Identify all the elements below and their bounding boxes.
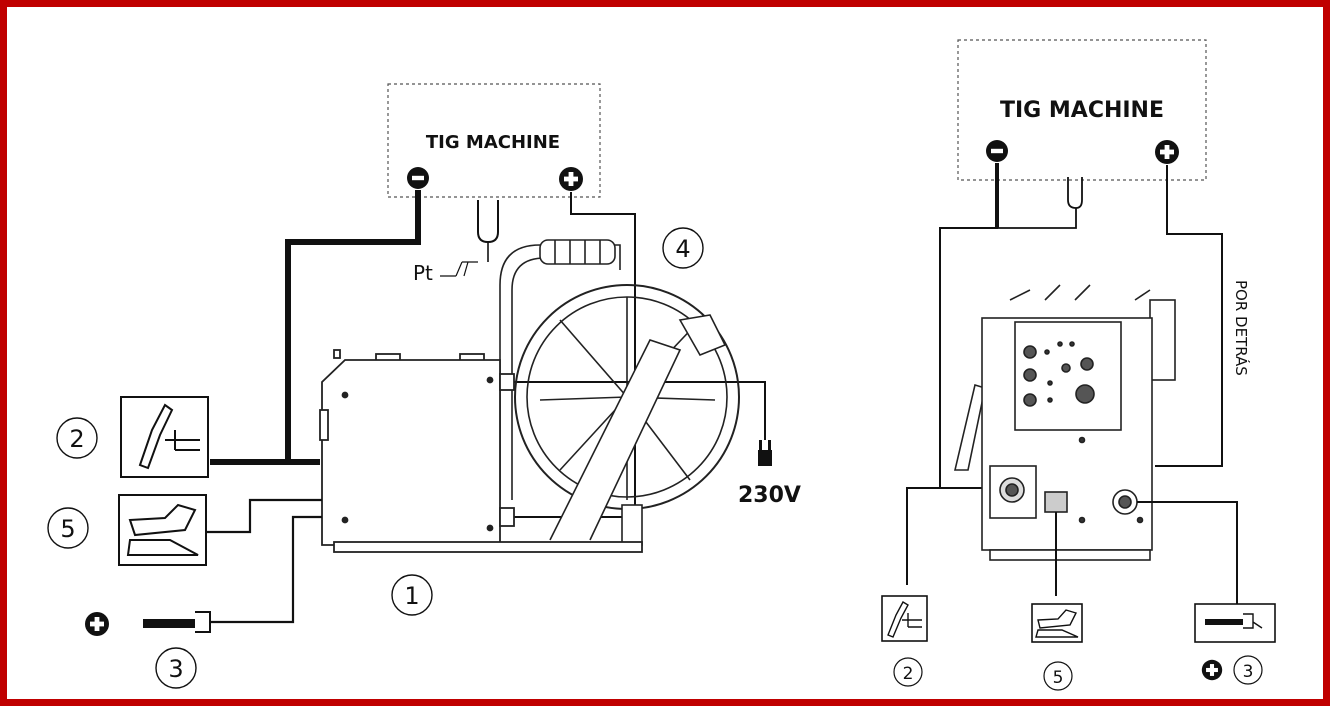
voltage-label: 230V bbox=[738, 483, 801, 508]
right-ground-positive-icon bbox=[1201, 659, 1223, 681]
right-tig-machine-title: TIG MACHINE bbox=[1000, 98, 1164, 123]
left-pt-label: Pt bbox=[413, 261, 433, 285]
left-wire-feeder-unit bbox=[319, 349, 643, 553]
left-pedal-cable bbox=[206, 498, 322, 534]
left-ground-positive-icon bbox=[85, 612, 109, 636]
foot-pedal-icon bbox=[126, 503, 199, 556]
left-ground-cable bbox=[210, 515, 322, 624]
right-machine-rear bbox=[953, 284, 1176, 561]
right-positive-cable bbox=[1155, 165, 1223, 467]
callout-3: 3 bbox=[168, 655, 183, 683]
callout-2: 2 bbox=[69, 425, 84, 453]
right-ground-cable bbox=[1137, 501, 1238, 604]
ground-clamp-icon bbox=[1205, 613, 1263, 629]
right-callout-5: 5 bbox=[1053, 668, 1064, 688]
tig-torch-icon bbox=[887, 601, 922, 638]
right-diagram: TIG MACHINE POR DETRÁS bbox=[881, 39, 1276, 691]
right-negative-terminal-icon bbox=[986, 140, 1008, 162]
ground-clamp-icon bbox=[143, 611, 211, 633]
right-positive-terminal-icon bbox=[1155, 140, 1179, 164]
right-callout-2: 2 bbox=[903, 664, 914, 684]
right-callout-3: 3 bbox=[1243, 662, 1254, 682]
left-positive-terminal-icon bbox=[559, 167, 583, 191]
callout-1: 1 bbox=[404, 582, 419, 610]
callout-5: 5 bbox=[60, 515, 75, 543]
left-power-cable bbox=[505, 381, 766, 440]
foot-pedal-icon bbox=[1035, 609, 1079, 638]
rear-label: POR DETRÁS bbox=[1232, 280, 1251, 376]
left-tig-machine-title: TIG MACHINE bbox=[426, 132, 560, 153]
tig-torch-icon bbox=[138, 403, 200, 470]
callout-4: 4 bbox=[675, 235, 690, 263]
plug-icon bbox=[758, 440, 772, 466]
left-pedal-connector bbox=[477, 200, 499, 244]
left-diagram: TIG MACHINE Pt bbox=[47, 83, 801, 689]
left-wire-feeder bbox=[499, 239, 740, 546]
left-negative-terminal-icon bbox=[407, 167, 429, 189]
